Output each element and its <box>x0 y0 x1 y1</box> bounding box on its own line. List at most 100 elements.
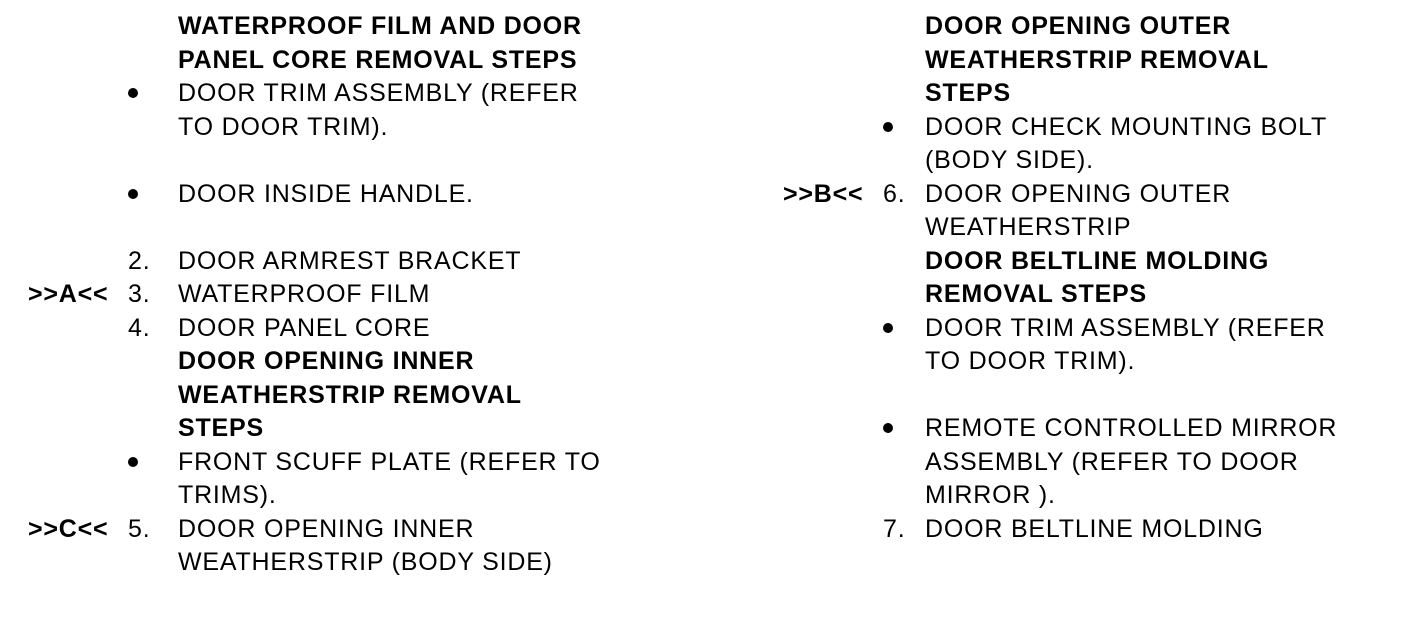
section-heading-text: WEATHERSTRIP REMOVAL <box>178 380 522 409</box>
step-text: TRIMS). <box>178 481 277 509</box>
continuation-row: WEATHERSTRIP (BODY SIDE) <box>28 546 643 580</box>
step-text: DOOR OPENING INNER <box>178 514 475 543</box>
step-row: 7.DOOR BELTLINE MOLDING <box>783 513 1398 547</box>
step-bullet <box>128 178 178 212</box>
step-number <box>128 345 178 379</box>
step-marker <box>783 412 883 446</box>
step-number <box>883 211 925 245</box>
step-marker <box>28 546 128 580</box>
continuation-row: MIRROR ). <box>783 479 1398 513</box>
step-number: 5. <box>128 514 151 543</box>
step-row: REMOTE CONTROLLED MIRROR <box>783 412 1398 446</box>
step-row: >>C<< 5. DOOR OPENING INNER <box>28 513 643 547</box>
step-row: >>A<<3.WATERPROOF FILM <box>28 278 643 312</box>
step-marker <box>783 111 883 145</box>
bullet-icon <box>883 322 893 333</box>
section-heading-row: REMOVAL STEPS <box>783 278 1398 312</box>
step-text: DOOR INSIDE HANDLE. <box>178 179 474 208</box>
step-marker <box>783 312 883 346</box>
step-bullet <box>883 412 925 446</box>
step-text: DOOR PANEL CORE <box>178 313 431 342</box>
step-row: DOOR TRIM ASSEMBLY (REFER <box>28 77 643 111</box>
section-heading-row: DOOR OPENING OUTER <box>783 10 1398 44</box>
step-number <box>883 479 925 513</box>
step-text: WEATHERSTRIP <box>925 213 1132 241</box>
bullet-icon <box>883 423 893 434</box>
bullet-icon <box>128 88 138 99</box>
step-number <box>883 345 925 379</box>
section-heading-row: PANEL CORE REMOVAL STEPS <box>28 44 643 78</box>
step-text: DOOR OPENING OUTER <box>925 179 1232 208</box>
section-heading-text: STEPS <box>178 414 264 442</box>
step-text: TO DOOR TRIM). <box>178 112 389 141</box>
step-number <box>883 10 925 44</box>
step-row: FRONT SCUFF PLATE (REFER TO <box>28 446 643 480</box>
step-marker <box>28 44 128 78</box>
step-marker <box>783 10 883 44</box>
step-number <box>883 278 925 312</box>
step-marker <box>28 245 128 279</box>
step-row: DOOR TRIM ASSEMBLY (REFER <box>783 312 1398 346</box>
step-text: MIRROR ). <box>925 481 1056 509</box>
step-text: REMOTE CONTROLLED MIRROR <box>925 414 1338 442</box>
spacer-row <box>28 144 643 178</box>
step-row: 4. DOOR PANEL CORE <box>28 312 643 346</box>
step-bullet <box>128 77 178 111</box>
step-marker: >>C<< <box>28 514 109 543</box>
section-heading-text: REMOVAL STEPS <box>925 280 1148 308</box>
step-marker <box>28 178 128 212</box>
step-number <box>883 144 925 178</box>
step-number <box>128 479 178 513</box>
step-text: DOOR ARMREST BRACKET <box>178 246 522 275</box>
section-heading-row: WEATHERSTRIP REMOVAL <box>783 44 1398 78</box>
step-number <box>128 379 178 413</box>
step-row: >>B<< 6. DOOR OPENING OUTER <box>783 178 1398 212</box>
spacer-row <box>783 379 1398 413</box>
bullet-icon <box>128 188 138 199</box>
step-marker <box>783 44 883 78</box>
step-text: DOOR CHECK MOUNTING BOLT <box>925 112 1328 141</box>
step-bullet <box>883 111 925 145</box>
step-marker <box>783 446 883 480</box>
step-marker <box>783 245 883 279</box>
step-marker <box>783 278 883 312</box>
section-heading-text: DOOR BELTLINE MOLDING <box>925 246 1270 275</box>
section-heading-text: PANEL CORE REMOVAL STEPS <box>178 45 578 74</box>
step-marker <box>783 479 883 513</box>
step-row: DOOR INSIDE HANDLE. <box>28 178 643 212</box>
step-marker <box>28 10 128 44</box>
step-text: DOOR TRIM ASSEMBLY (REFER <box>178 79 579 107</box>
step-text: (BODY SIDE). <box>925 146 1094 174</box>
continuation-row: (BODY SIDE). <box>783 144 1398 178</box>
section-heading-text: DOOR OPENING OUTER <box>925 12 1232 40</box>
step-number: 4. <box>128 313 151 342</box>
step-text: DOOR TRIM ASSEMBLY (REFER <box>925 313 1326 342</box>
step-number <box>883 446 925 480</box>
step-text: WEATHERSTRIP (BODY SIDE) <box>178 548 553 576</box>
continuation-row: TO DOOR TRIM). <box>28 111 643 145</box>
step-number <box>128 10 178 44</box>
step-number: 2. <box>128 246 151 275</box>
step-number <box>883 245 925 279</box>
step-number: 6. <box>883 179 906 208</box>
continuation-row: TRIMS). <box>28 479 643 513</box>
step-marker <box>28 379 128 413</box>
section-heading-text: DOOR OPENING INNER <box>178 347 475 375</box>
section-heading-row: DOOR BELTLINE MOLDING <box>783 245 1398 279</box>
step-number <box>128 412 178 446</box>
step-marker <box>28 412 128 446</box>
step-text: DOOR BELTLINE MOLDING <box>925 514 1264 543</box>
step-marker <box>28 77 128 111</box>
section-heading-text: WEATHERSTRIP REMOVAL <box>925 45 1269 74</box>
step-number <box>883 77 925 111</box>
step-marker <box>783 211 883 245</box>
step-marker <box>28 312 128 346</box>
section-heading-text: STEPS <box>925 79 1011 107</box>
section-heading-row: DOOR OPENING INNER <box>28 345 643 379</box>
procedure-column-right: DOOR OPENING OUTER WEATHERSTRIP REMOVAL ST… <box>783 10 1398 546</box>
step-marker: >>B<< <box>783 179 864 208</box>
continuation-row: WEATHERSTRIP <box>783 211 1398 245</box>
step-number: 3. <box>128 280 151 308</box>
